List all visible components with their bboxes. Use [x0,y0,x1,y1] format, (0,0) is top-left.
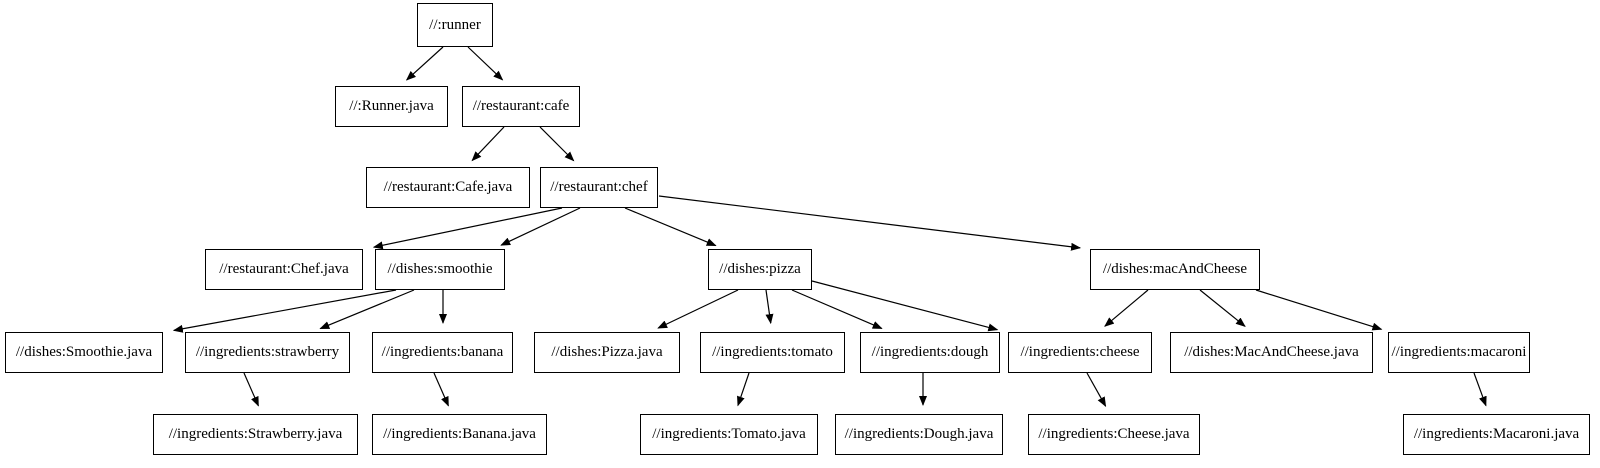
graph-node-label: //dishes:Smoothie.java [15,344,153,360]
graph-edge-chef-to-smoothie [500,207,581,246]
graph-node-macaroni[interactable]: //ingredients:macaroni [1388,332,1530,373]
graph-node-tomato[interactable]: //ingredients:tomato [700,332,845,373]
graph-node-pizza[interactable]: //dishes:pizza [708,249,812,290]
graph-node-label: //ingredients:banana [381,344,504,360]
graph-node-banana_java[interactable]: //ingredients:Banana.java [372,414,547,455]
graph-edge-runner-to-cafe [467,46,504,81]
graph-node-macandcheese[interactable]: //dishes:macAndCheese [1090,249,1260,290]
graph-node-runner[interactable]: //:runner [417,3,493,47]
graph-node-label: //ingredients:dough [871,344,989,360]
graph-node-strawberry[interactable]: //ingredients:strawberry [185,332,350,373]
graph-edge-cafe-to-cafe_java [471,126,505,162]
graph-node-label: //ingredients:Banana.java [383,426,536,442]
graph-node-macaroni_java[interactable]: //ingredients:Macaroni.java [1403,414,1590,455]
graph-node-label: //ingredients:Macaroni.java [1413,426,1580,442]
graph-node-label: //ingredients:macaroni [1391,344,1527,360]
graph-edge-cafe-to-chef [539,126,575,162]
graph-node-label: //ingredients:Dough.java [844,426,994,442]
graph-node-cafe[interactable]: //restaurant:cafe [462,86,580,127]
graph-node-chef[interactable]: //restaurant:chef [540,167,658,208]
graph-node-label: //dishes:macAndCheese [1102,261,1248,277]
graph-node-strawberry_java[interactable]: //ingredients:Strawberry.java [153,414,358,455]
graph-edge-banana-to-banana_java [433,372,449,407]
graph-node-label: //:Runner.java [349,98,434,114]
graph-node-label: //dishes:MacAndCheese.java [1184,344,1359,360]
graph-edge-smoothie-to-strawberry [319,289,415,330]
graph-node-dough_java[interactable]: //ingredients:Dough.java [835,414,1003,455]
graph-node-label: //restaurant:Chef.java [219,261,349,277]
graph-edge-pizza-to-tomato [765,289,774,325]
graph-node-cheese_java[interactable]: //ingredients:Cheese.java [1028,414,1200,455]
graph-edge-chef-to-pizza [624,207,717,247]
graph-node-pizza_java[interactable]: //dishes:Pizza.java [534,332,680,373]
graph-node-label: //restaurant:chef [550,179,648,195]
graph-edge-macaroni-to-macaroni_java [1473,372,1487,407]
graph-node-tomato_java[interactable]: //ingredients:Tomato.java [640,414,818,455]
graph-node-smoothie_java[interactable]: //dishes:Smoothie.java [5,332,163,373]
graph-edge-tomato-to-tomato_java [737,372,750,407]
graph-edge-smoothie-to-smoothie_java [172,289,397,333]
graph-node-banana[interactable]: //ingredients:banana [372,332,513,373]
graph-node-label: //restaurant:cafe [472,98,570,114]
graph-node-cheese[interactable]: //ingredients:cheese [1008,332,1152,373]
graph-edge-pizza-to-dough [791,289,883,330]
graph-node-label: //restaurant:Cafe.java [383,179,513,195]
graph-node-label: //dishes:smoothie [387,261,493,277]
graph-edge-chef-to-macandcheese [658,195,1082,251]
graph-edge-strawberry-to-strawberry_java [243,372,259,407]
graph-node-label: //:runner [429,16,481,33]
graph-edge-macandcheese-to-macaroni [1255,289,1383,331]
graph-node-dough[interactable]: //ingredients:dough [860,332,1000,373]
graph-node-macandcheese_java[interactable]: //dishes:MacAndCheese.java [1170,332,1373,373]
graph-edge-cheese-to-cheese_java [1086,372,1107,408]
graph-node-label: //ingredients:Cheese.java [1038,426,1190,442]
graph-node-label: //dishes:Pizza.java [551,344,663,360]
graph-node-chef_java[interactable]: //restaurant:Chef.java [205,249,363,290]
graph-edge-macandcheese-to-macandcheese_java [1199,289,1246,327]
graph-node-runner_java[interactable]: //:Runner.java [335,86,448,127]
graph-node-label: //ingredients:Strawberry.java [168,426,343,442]
graph-edge-pizza-to-pizza_java [657,289,739,329]
graph-edge-macandcheese-to-cheese [1104,289,1149,327]
graph-node-label: //ingredients:strawberry [195,344,340,360]
graph-edge-chef-to-chef_java [372,207,563,250]
graph-edge-runner-to-runner_java [405,46,444,81]
graph-node-label: //ingredients:Tomato.java [652,426,806,442]
graph-edge-pizza-to-cheese [811,280,999,332]
graph-node-label: //dishes:pizza [719,261,801,277]
graph-node-label: //ingredients:tomato [712,344,833,360]
graph-node-cafe_java[interactable]: //restaurant:Cafe.java [366,167,530,208]
graph-node-smoothie[interactable]: //dishes:smoothie [375,249,505,290]
graph-node-label: //ingredients:cheese [1020,344,1140,360]
